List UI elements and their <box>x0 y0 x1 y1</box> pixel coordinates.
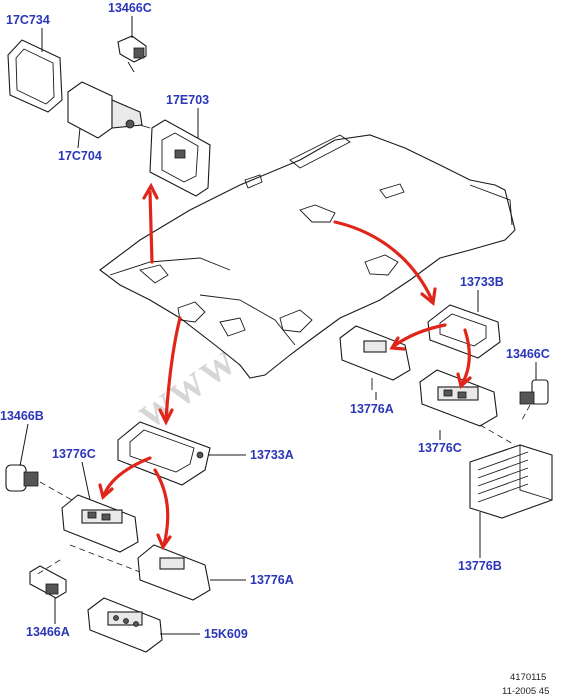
part-13733a-bezel <box>117 421 211 486</box>
label-13466c-right: 13466C <box>506 347 550 361</box>
part-13776a-bottom-lamp <box>137 544 211 601</box>
part-17c704-housing <box>67 81 151 139</box>
label-13776a-bottom: 13776A <box>250 573 294 587</box>
label-13776a-right: 13776A <box>350 402 394 416</box>
assembly-line-right <box>479 404 531 446</box>
label-15k609: 15K609 <box>204 627 248 641</box>
reference-code: 4170115 <box>510 672 546 683</box>
part-13776a-right-lamp <box>339 325 411 390</box>
part-13466c-top-bulb <box>117 35 147 73</box>
label-13733b: 13733B <box>460 275 504 289</box>
leader-lines <box>19 16 537 635</box>
label-13776c-left: 13776C <box>52 447 96 461</box>
label-13466c-top: 13466C <box>108 1 152 15</box>
part-13776c-right-lamp <box>419 369 498 427</box>
part-17c734-lens <box>7 39 63 113</box>
arrows <box>98 182 472 551</box>
part-13466c-right-bulb <box>519 379 549 405</box>
label-13776b: 13776B <box>458 559 502 573</box>
reference-date: 11-2005 45 <box>502 686 549 697</box>
label-13776c-right: 13776C <box>418 441 462 455</box>
headliner <box>99 134 516 379</box>
part-17e703-bracket <box>149 119 211 197</box>
label-13466b: 13466B <box>0 409 44 423</box>
label-17c734: 17C734 <box>6 13 50 27</box>
part-13466a-bulb <box>29 565 67 599</box>
part-13776b-grille <box>469 444 553 519</box>
label-17c704: 17C704 <box>58 149 102 163</box>
label-17e703: 17E703 <box>166 93 209 107</box>
part-15k609-module <box>87 597 163 653</box>
part-13776c-left-lamp <box>61 494 139 553</box>
assembly-line-left <box>35 481 141 576</box>
label-13466a: 13466A <box>26 625 70 639</box>
part-13466b-bulb <box>5 464 39 492</box>
label-13733a: 13733A <box>250 448 294 462</box>
